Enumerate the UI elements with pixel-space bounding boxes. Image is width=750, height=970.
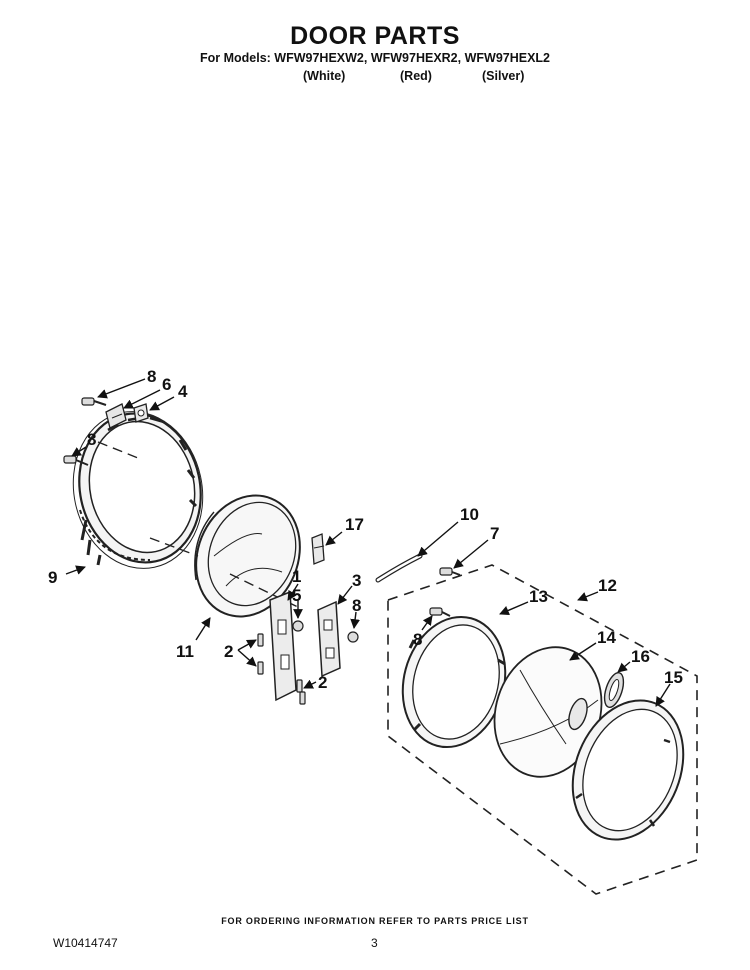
part-5-screw xyxy=(292,620,304,632)
callout-6: 6 xyxy=(162,375,171,394)
part-7-screw xyxy=(439,567,461,576)
callout-8-top: 8 xyxy=(147,367,156,386)
part-8-screw-right xyxy=(429,607,451,617)
callout-17: 17 xyxy=(345,515,364,534)
callout-13: 13 xyxy=(529,587,548,606)
document-id: W10414747 xyxy=(53,936,118,950)
part-11-door-glass xyxy=(194,494,301,618)
part-8-screw-mid xyxy=(347,631,359,643)
part-16-handle-insert xyxy=(603,672,625,708)
part-10-door-lever xyxy=(375,553,423,583)
part-13-inner-door-panel xyxy=(401,615,507,749)
part-17-clip xyxy=(311,533,325,565)
part-8-screw-left xyxy=(63,455,89,466)
callout-8-mid: 8 xyxy=(352,596,361,615)
callout-5: 5 xyxy=(292,586,301,605)
callout-15: 15 xyxy=(664,668,683,687)
callout-9: 9 xyxy=(48,568,57,587)
part-3-hinge-bracket xyxy=(317,600,341,678)
callout-14: 14 xyxy=(597,628,616,647)
ordering-note: FOR ORDERING INFORMATION REFER TO PARTS … xyxy=(221,916,529,926)
part-6-bracket xyxy=(105,403,127,429)
callout-2-left: 2 xyxy=(224,642,233,661)
callout-8-left: 8 xyxy=(87,430,96,449)
variant-silver: (Silver) xyxy=(482,69,525,83)
callout-8-right: 8 xyxy=(413,630,422,649)
variant-white: (White) xyxy=(303,69,346,83)
callout-3: 3 xyxy=(352,571,361,590)
variant-red: (Red) xyxy=(400,69,432,83)
callout-10: 10 xyxy=(460,505,479,524)
models-line: For Models: WFW97HEXW2, WFW97HEXR2, WFW9… xyxy=(199,51,551,65)
part-4-hinge-pin xyxy=(133,403,149,423)
part-14-door-lens xyxy=(493,646,603,778)
callout-leaders xyxy=(65,378,671,707)
callout-2-right: 2 xyxy=(318,673,327,692)
callout-7: 7 xyxy=(490,524,499,543)
part-8-screw-top xyxy=(81,397,107,406)
page-title: DOOR PARTS xyxy=(290,22,460,50)
page-number: 3 xyxy=(371,936,378,950)
part-15-outer-door-trim xyxy=(571,699,685,841)
callout-12: 12 xyxy=(598,576,617,595)
callout-1: 1 xyxy=(292,567,301,586)
part-12-assembly-outline xyxy=(387,564,698,895)
callout-16: 16 xyxy=(631,647,650,666)
part-2-pins xyxy=(257,633,306,705)
callout-11: 11 xyxy=(176,642,194,661)
part-9-door-ring xyxy=(72,411,204,569)
callout-4: 4 xyxy=(178,382,188,401)
part-1-hinge xyxy=(269,590,297,702)
